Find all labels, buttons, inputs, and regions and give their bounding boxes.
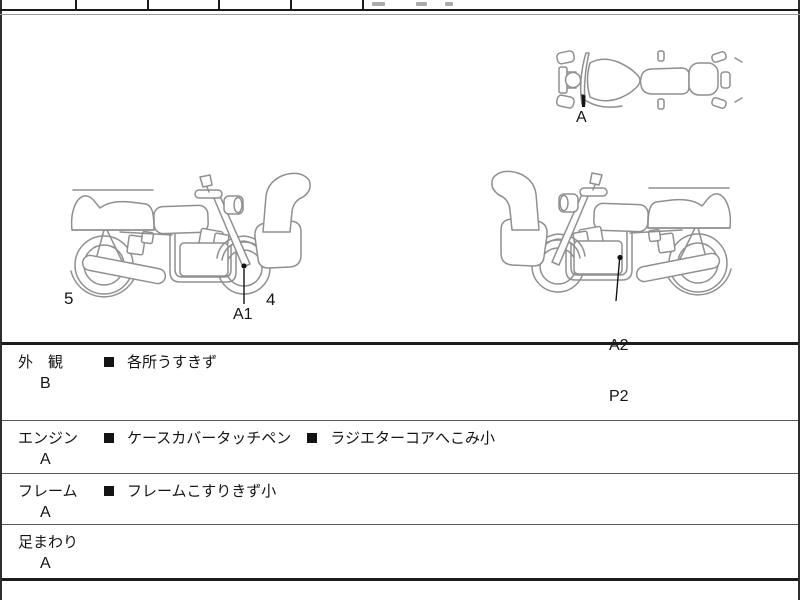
motorcycle-left-side-view xyxy=(70,172,311,298)
header-underline xyxy=(0,14,800,15)
page-border-left xyxy=(0,0,2,600)
header-divider xyxy=(362,0,364,9)
cutoff-header-row xyxy=(0,0,800,11)
bullet-square-icon xyxy=(307,433,318,443)
condition-item-text: ラジエターコアへこみ小 xyxy=(330,430,495,447)
condition-item-text: ケースカバータッチペン xyxy=(127,430,292,447)
bullet-square-icon xyxy=(104,433,114,443)
condition-items: フレームこすりきず小 xyxy=(104,474,292,524)
front-axle-damage-label: A1 xyxy=(233,306,253,323)
top-view-damage-label: A xyxy=(576,109,587,126)
table-row-exterior: 外 観 B 各所うすきず xyxy=(2,345,798,421)
category-label: 外 観 xyxy=(18,354,64,371)
grade-value: A xyxy=(40,451,51,468)
grade-value: B xyxy=(40,375,51,392)
grade-value: A xyxy=(40,504,51,521)
table-row-engine: エンジン A ケースカバータッチペン ラジエターコアへこみ小 xyxy=(2,421,798,474)
category-cell: 足まわり A xyxy=(2,525,104,578)
category-cell: エンジン A xyxy=(2,421,104,473)
motorcycle-right-side-view xyxy=(491,170,732,296)
category-label: フレーム xyxy=(18,483,78,500)
engine-damage-label: A2 P2 xyxy=(609,303,629,439)
category-cell: 外 観 B xyxy=(2,345,104,420)
condition-items: ケースカバータッチペン ラジエターコアへこみ小 xyxy=(104,421,511,473)
table-row-frame: フレーム A フレームこすりきず小 xyxy=(2,474,798,525)
engine-damage-label-line2: P2 xyxy=(609,388,629,405)
condition-item-text: 各所うすきず xyxy=(127,354,218,371)
table-row-undercarriage: 足まわり A xyxy=(2,525,798,578)
condition-item: ケースカバータッチペン xyxy=(104,430,291,447)
condition-item: ラジエターコアへこみ小 xyxy=(307,430,495,447)
condition-item: フレームこすりきず小 xyxy=(104,483,276,500)
grade-value: A xyxy=(40,555,51,572)
condition-table: 外 観 B 各所うすきず エンジン A ケースカバータッチペン xyxy=(2,342,798,581)
cutoff-text-remnant xyxy=(372,2,385,6)
cutoff-text-remnant xyxy=(445,2,453,6)
cutoff-text-remnant xyxy=(416,2,427,6)
motorcycle-top-view xyxy=(555,50,743,110)
rear-wheel-number-label: 5 xyxy=(64,289,74,308)
header-divider xyxy=(218,0,220,9)
header-divider xyxy=(147,0,149,9)
category-label: 足まわり xyxy=(18,534,79,551)
condition-items: 各所うすきず xyxy=(104,345,233,420)
engine-damage-label-line1: A2 xyxy=(609,337,629,354)
condition-item-text: フレームこすりきず小 xyxy=(127,483,277,500)
condition-item: 各所うすきず xyxy=(104,354,217,371)
category-label: エンジン xyxy=(18,430,79,447)
front-wheel-number-label: 4 xyxy=(266,290,276,309)
category-cell: フレーム A xyxy=(2,474,104,524)
page-border-right xyxy=(798,0,800,600)
header-divider xyxy=(290,0,292,9)
bullet-square-icon xyxy=(104,486,114,496)
bullet-square-icon xyxy=(104,357,114,367)
header-divider xyxy=(75,0,77,9)
